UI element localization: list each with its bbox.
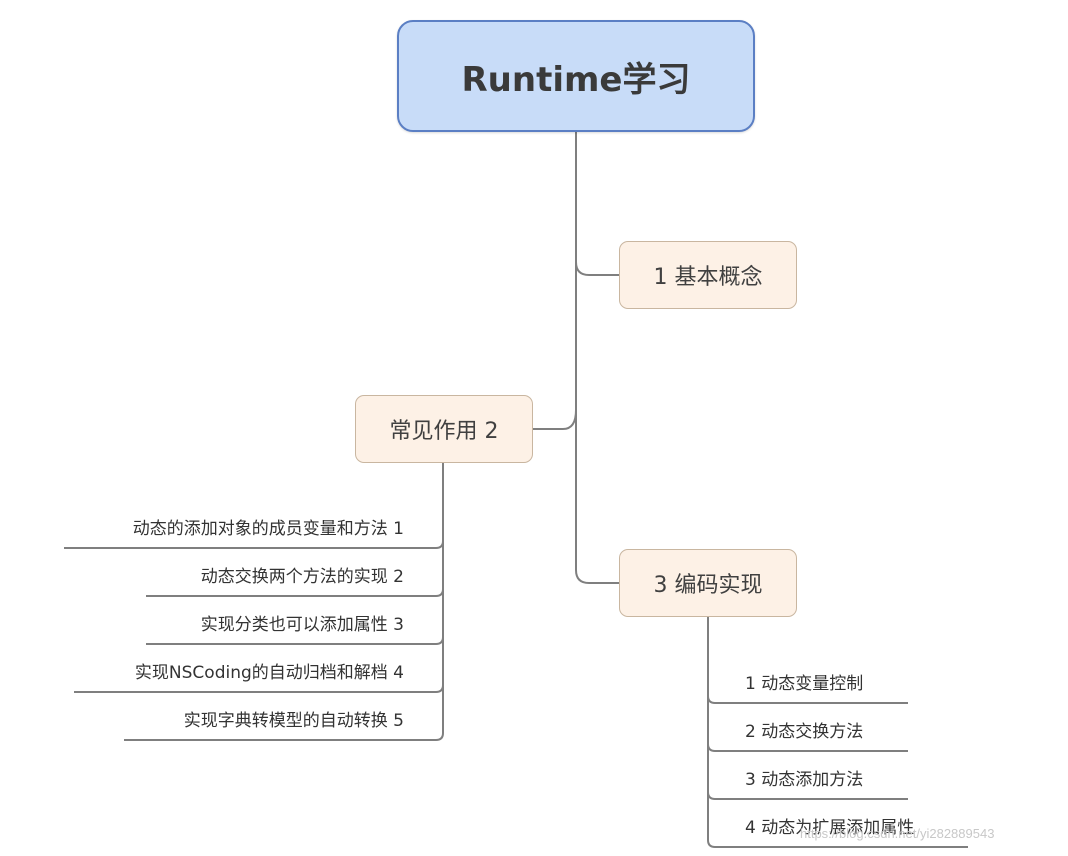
leaf-left-5[interactable]: 实现字典转模型的自动转换 5: [183, 711, 404, 731]
leaf-line-right-1: [707, 695, 908, 704]
connector-topic-2: [533, 409, 577, 430]
connector-topic-1: [575, 132, 619, 276]
leaf-line-right-2: [707, 743, 908, 752]
leaf-right-2[interactable]: 2 动态交换方法: [745, 722, 864, 742]
topic-code-implementation[interactable]: 3 编码实现: [619, 549, 797, 617]
leaf-left-2[interactable]: 动态交换两个方法的实现 2: [200, 567, 404, 587]
root-topic[interactable]: Runtime学习: [397, 20, 755, 132]
connector-topic-3: [575, 400, 619, 584]
watermark: https://blog.csdn.net/yi282889543: [800, 826, 995, 841]
connector-right-trunk: [707, 617, 716, 848]
leaf-line-left-3: [146, 636, 444, 645]
leaf-right-3[interactable]: 3 动态添加方法: [745, 770, 864, 790]
leaf-line-left-2: [146, 588, 444, 597]
topic-basic-concepts[interactable]: 1 基本概念: [619, 241, 797, 309]
connector-left-trunk: [435, 463, 444, 741]
topic-common-uses[interactable]: 常见作用 2: [355, 395, 533, 463]
leaf-line-left-1: [64, 540, 444, 549]
leaf-line-left-4: [74, 684, 444, 693]
leaf-right-4[interactable]: 4 动态为扩展添加属性: [745, 818, 915, 838]
leaf-left-3[interactable]: 实现分类也可以添加属性 3: [200, 615, 404, 635]
leaf-left-4[interactable]: 实现NSCoding的自动归档和解档 4: [134, 663, 404, 683]
leaf-left-1[interactable]: 动态的添加对象的成员变量和方法 1: [132, 519, 404, 539]
leaf-line-right-3: [707, 791, 908, 800]
leaf-right-1[interactable]: 1 动态变量控制: [745, 674, 864, 694]
